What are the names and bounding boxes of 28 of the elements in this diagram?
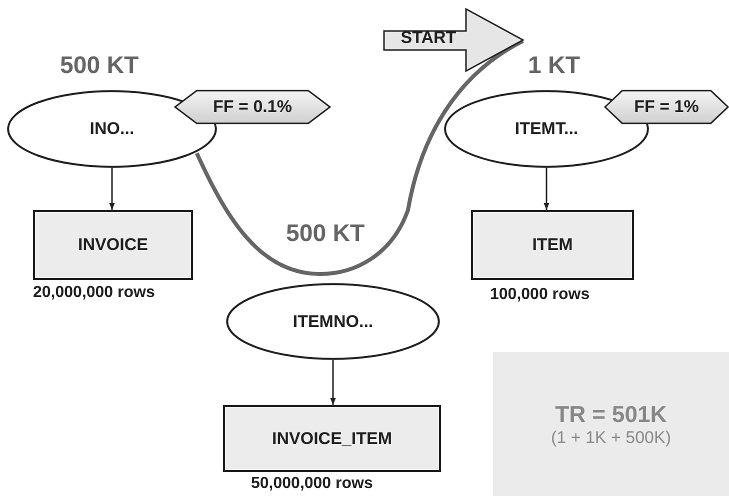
node-label: START bbox=[400, 28, 456, 48]
node-label: FF = 1% bbox=[634, 97, 699, 117]
cost-label: 1 KT bbox=[528, 52, 580, 80]
node-label: ITEM bbox=[532, 235, 573, 255]
table-box bbox=[223, 405, 441, 472]
arrow bbox=[109, 168, 115, 210]
node-label: ITEMNO... bbox=[292, 312, 374, 332]
arrow bbox=[544, 168, 550, 210]
access-path-curve bbox=[194, 39, 524, 276]
total-breakdown: (1 + 1K + 500K) bbox=[550, 428, 672, 448]
node-label: FF = 0.1% bbox=[213, 97, 292, 117]
cost-label: 500 KT bbox=[60, 52, 139, 80]
row-count-label: 20,000,000 rows bbox=[33, 284, 155, 302]
cost-label: 500 KT bbox=[286, 220, 365, 248]
node-label: INVOICE_ITEM bbox=[272, 428, 392, 448]
start-arrow bbox=[383, 8, 524, 72]
total-formula: TR = 501K bbox=[555, 400, 667, 428]
table-box bbox=[471, 210, 634, 280]
table-box bbox=[33, 210, 193, 280]
node-label: ITEMT... bbox=[514, 119, 578, 139]
node-label: INO... bbox=[90, 119, 134, 139]
index-ellipse bbox=[225, 283, 441, 360]
filter-factor-tag bbox=[605, 90, 728, 124]
arrow bbox=[330, 360, 336, 405]
row-count-label: 50,000,000 rows bbox=[251, 475, 373, 493]
filter-factor-tag bbox=[175, 90, 330, 124]
node-label: INVOICE bbox=[78, 235, 148, 255]
row-count-label: 100,000 rows bbox=[490, 286, 590, 304]
